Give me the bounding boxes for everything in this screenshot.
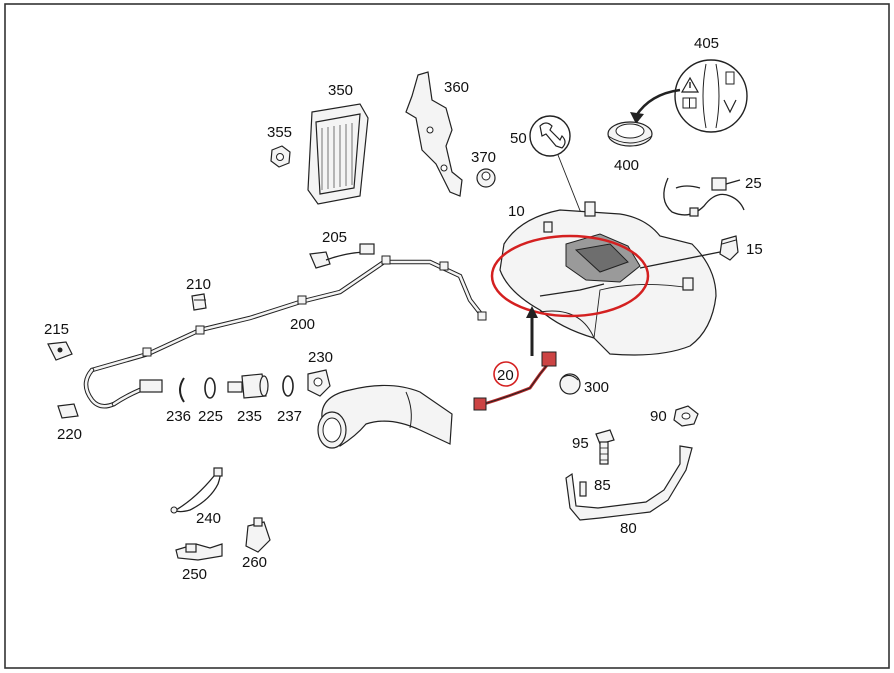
part-filler-neck[interactable] — [317, 384, 453, 449]
label-95: 95 — [572, 435, 589, 452]
label-250: 250 — [182, 566, 207, 583]
part-405-warning-label[interactable] — [674, 59, 748, 133]
label-25: 25 — [745, 175, 762, 192]
label-230: 230 — [308, 349, 333, 366]
part-200-fuel-line[interactable] — [83, 255, 487, 409]
part-250-bracket[interactable] — [175, 543, 223, 561]
label-300: 300 — [584, 379, 609, 396]
label-225: 225 — [198, 408, 223, 425]
part-205-clip[interactable] — [309, 243, 375, 269]
label-360: 360 — [444, 79, 469, 96]
label-20-circle — [493, 361, 519, 387]
highlight-circle — [490, 234, 650, 318]
part-15-valve[interactable] — [719, 235, 739, 261]
part-237-oring[interactable] — [282, 375, 294, 397]
part-235-connector[interactable] — [227, 373, 269, 399]
label-10: 10 — [508, 203, 525, 220]
arrow-405-to-400 — [634, 88, 681, 117]
part-300-cover[interactable] — [559, 373, 581, 395]
diagram-border — [4, 3, 890, 669]
fuel-icon — [723, 71, 737, 114]
part-220-holder[interactable] — [57, 403, 79, 419]
part-400-seal[interactable] — [607, 121, 653, 147]
part-225-oring[interactable] — [204, 377, 216, 399]
part-90-nut[interactable] — [673, 405, 699, 427]
label-355: 355 — [267, 124, 292, 141]
label-405: 405 — [694, 35, 719, 52]
hose-connector — [111, 379, 163, 407]
label-210: 210 — [186, 276, 211, 293]
label-215: 215 — [44, 321, 69, 338]
label-236: 236 — [166, 408, 191, 425]
label-260: 260 — [242, 554, 267, 571]
label-235: 235 — [237, 408, 262, 425]
part-360-bracket[interactable] — [405, 71, 463, 197]
part-85-clip[interactable] — [579, 481, 587, 497]
part-20-harness[interactable] — [473, 351, 557, 411]
label-350: 350 — [328, 82, 353, 99]
part-215-holder[interactable] — [47, 341, 73, 361]
part-355-nut[interactable] — [270, 145, 291, 168]
part-350-control-unit[interactable] — [307, 103, 369, 205]
part-236-clamp[interactable] — [179, 377, 185, 403]
part-95-bolt[interactable] — [595, 429, 615, 465]
label-237: 237 — [277, 408, 302, 425]
wrench-icon[interactable] — [529, 115, 571, 157]
label-80: 80 — [620, 520, 637, 537]
part-230-clip[interactable] — [307, 369, 331, 397]
label-240: 240 — [196, 510, 221, 527]
label-200: 200 — [290, 316, 315, 333]
label-220: 220 — [57, 426, 82, 443]
part-260-holder[interactable] — [245, 517, 271, 553]
manual-icon — [682, 97, 697, 109]
part-25-wiring[interactable] — [663, 177, 745, 217]
label-90: 90 — [650, 408, 667, 425]
label-15: 15 — [746, 241, 763, 258]
part-370-grommet[interactable] — [476, 168, 496, 188]
part-10-fuel-tank[interactable] — [499, 201, 721, 356]
warning-icon — [680, 76, 700, 93]
label-400: 400 — [614, 157, 639, 174]
part-80-strap[interactable] — [565, 445, 693, 521]
label-85: 85 — [594, 477, 611, 494]
label-370: 370 — [471, 149, 496, 166]
label-205: 205 — [322, 229, 347, 246]
part-240-cable[interactable] — [170, 467, 223, 514]
part-210-clip[interactable] — [191, 293, 207, 311]
label-20: 20 — [497, 367, 514, 384]
label-50: 50 — [510, 130, 527, 147]
